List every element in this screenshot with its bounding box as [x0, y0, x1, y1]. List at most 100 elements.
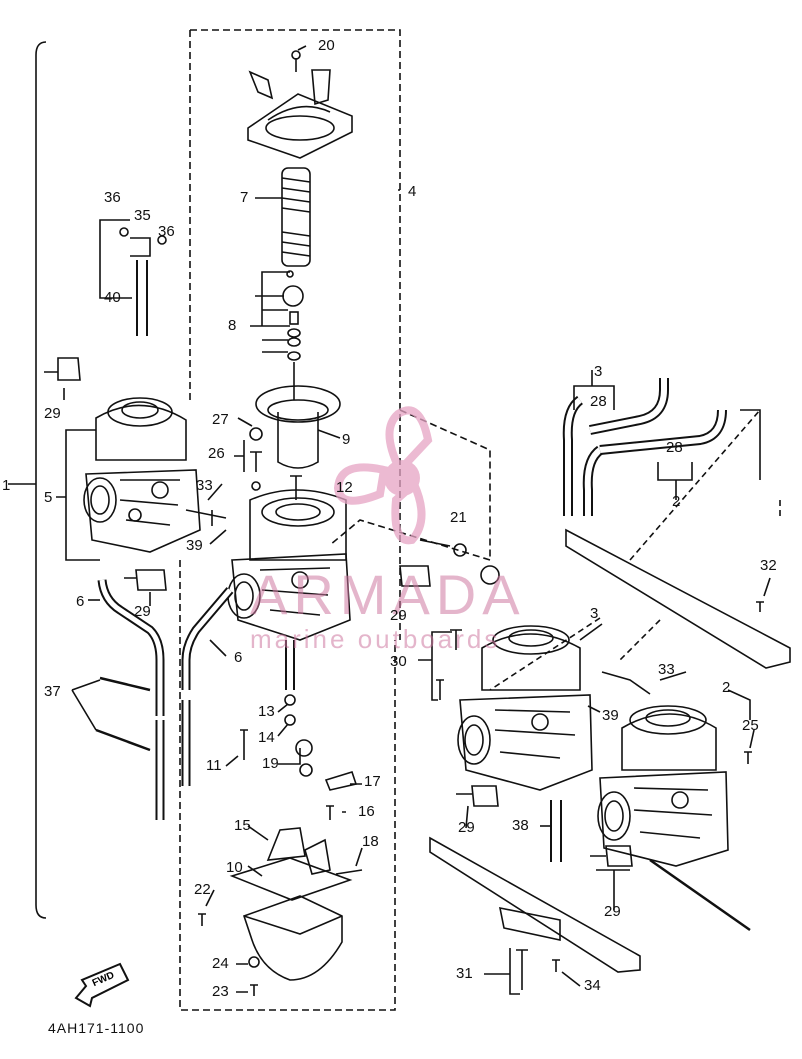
jet-19a — [295, 739, 313, 757]
screw-23 — [250, 984, 258, 996]
mounting-plate-lower — [429, 836, 641, 973]
callout-29e: 29 — [604, 903, 621, 920]
callout-39a: 39 — [186, 537, 203, 554]
callout-28b: 28 — [666, 439, 683, 456]
callout-26: 26 — [208, 445, 225, 462]
screw-32 — [756, 601, 764, 612]
callout-28a: 28 — [590, 393, 607, 410]
bracket-29e — [590, 845, 633, 867]
plate-17 — [324, 771, 358, 791]
callout-6a: 6 — [76, 593, 85, 610]
mounting-plate-upper — [565, 528, 791, 669]
callout-16: 16 — [358, 803, 375, 820]
center-carburetor-body — [227, 475, 351, 641]
callout-36a: 36 — [104, 189, 121, 206]
callout-22: 22 — [194, 881, 211, 898]
callout-32: 32 — [760, 557, 777, 574]
right-carburetor-2 — [597, 705, 729, 867]
bracket-29d — [456, 785, 499, 807]
diaphragm-cover — [247, 50, 353, 159]
callout-7: 7 — [240, 189, 249, 206]
callout-25: 25 — [742, 717, 759, 734]
callout-29a: 29 — [44, 405, 61, 422]
callout-4: 4 — [408, 183, 417, 200]
callout-15: 15 — [234, 817, 251, 834]
throttle-link-33a — [185, 509, 227, 526]
callout-13: 13 — [258, 703, 275, 720]
watermark-brand: ARMADA — [250, 563, 526, 626]
callout-12: 12 — [336, 479, 353, 496]
spring-31 — [516, 949, 528, 990]
watermark-tagline: marine outboards — [250, 624, 501, 654]
washer-24 — [248, 956, 260, 968]
callout-24: 24 — [212, 955, 229, 972]
pin-18 — [335, 869, 363, 875]
callout-3b: 3 — [590, 605, 599, 622]
screw-26 — [250, 451, 262, 472]
callout-27: 27 — [212, 411, 229, 428]
callout-29c: 29 — [390, 607, 407, 624]
callout-9: 9 — [342, 431, 351, 448]
rod-37a — [99, 676, 151, 692]
callout-31: 31 — [456, 965, 473, 982]
cap-27 — [249, 427, 263, 441]
screw-16 — [326, 805, 334, 820]
jet-19b — [299, 763, 313, 777]
callout-34: 34 — [584, 977, 601, 994]
callout-38: 38 — [512, 817, 529, 834]
callout-2a: 2 — [672, 493, 681, 510]
right-carburetor-3 — [457, 625, 593, 791]
throttle-link-33b — [601, 671, 651, 695]
screw-22 — [198, 913, 206, 926]
spring-7 — [281, 167, 311, 267]
jet-needle-set — [282, 270, 304, 400]
fitting-35 — [130, 237, 151, 257]
callout-8: 8 — [228, 317, 237, 334]
float-bowl — [229, 827, 353, 981]
group-bracket-1 — [35, 41, 47, 919]
washer-13 — [284, 694, 296, 706]
callout-23: 23 — [212, 983, 229, 1000]
piston-diaphragm — [255, 385, 341, 469]
dashed-enclosure-top — [190, 29, 401, 640]
callout-11: 11 — [206, 757, 222, 774]
callout-33a: 33 — [196, 477, 213, 494]
bracket-29a — [44, 357, 81, 381]
callout-35: 35 — [134, 207, 151, 224]
callout-6b: 6 — [234, 649, 243, 666]
clip-36a — [119, 227, 129, 237]
callout-29b: 29 — [134, 603, 151, 620]
bracket-29c — [399, 565, 431, 587]
callout-33b: 33 — [658, 661, 675, 678]
callout-36b: 36 — [158, 223, 175, 240]
callout-3a: 3 — [594, 363, 603, 380]
screw-25 — [744, 751, 752, 764]
clip-36b — [157, 235, 167, 245]
callout-21: 21 — [450, 509, 467, 526]
callout-29d: 29 — [458, 819, 475, 836]
callout-10: 10 — [226, 859, 243, 876]
oring-14 — [284, 714, 296, 726]
callout-2b: 2 — [722, 679, 731, 696]
rod-37b — [95, 728, 151, 752]
bracket-29b — [124, 569, 167, 591]
callout-37: 37 — [44, 683, 61, 700]
screw-34 — [552, 959, 560, 972]
fwd-arrow-icon — [74, 962, 130, 1008]
callout-40: 40 — [104, 289, 121, 306]
screw-30 — [450, 629, 462, 650]
callout-19: 19 — [262, 755, 279, 772]
dashed-enclosure-bottom — [179, 560, 396, 1011]
callout-14: 14 — [258, 729, 275, 746]
callout-18: 18 — [362, 833, 379, 850]
diagram-code: 4AH171-1100 — [48, 1020, 145, 1036]
callout-20: 20 — [318, 37, 335, 54]
callout-30: 30 — [390, 653, 407, 670]
callout-1: 1 — [2, 477, 11, 494]
callout-39b: 39 — [602, 707, 619, 724]
left-carburetor — [83, 397, 201, 553]
watermark-logo-icon — [333, 406, 433, 545]
screw-11 — [240, 729, 248, 760]
